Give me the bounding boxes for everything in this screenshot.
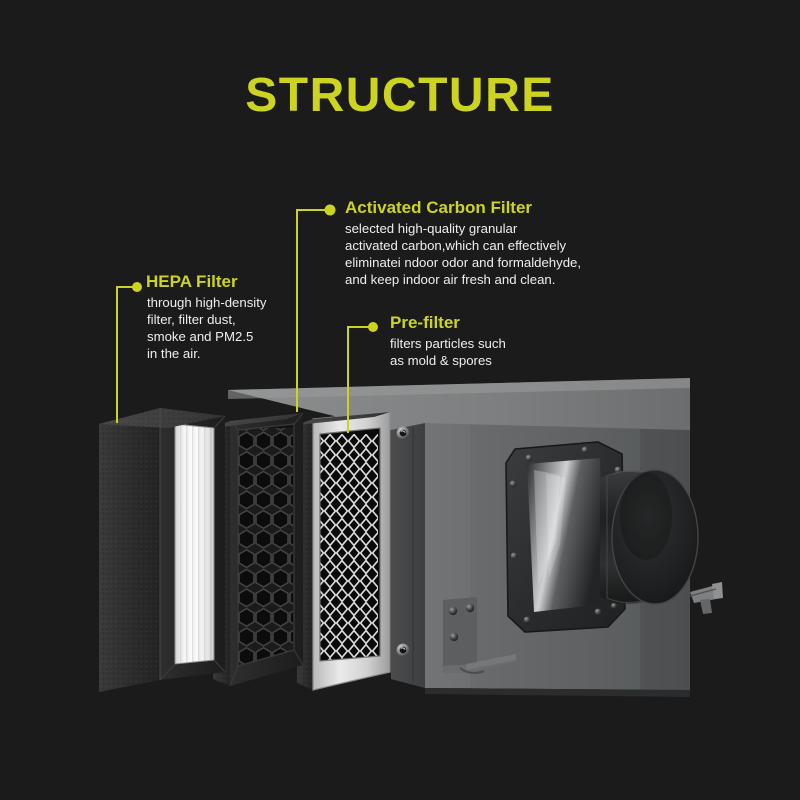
housing-screw-bottom	[396, 643, 410, 657]
mounting-bracket-right	[689, 582, 723, 614]
callout-carbon-title: Activated Carbon Filter	[345, 198, 533, 217]
callout-hepa-line-2: filter, filter dust,	[147, 311, 236, 327]
leader-dot-carbon	[324, 204, 336, 216]
callout-carbon-line-3: eliminatei ndoor odor and formaldehyde,	[345, 254, 582, 270]
carbon-filter-component	[213, 412, 304, 687]
callout-carbon-body: selected high-quality granular activated…	[345, 220, 581, 288]
callout-pre-filter: Pre-filter filters particles such as mol…	[390, 313, 506, 369]
callout-prefilter-line-1: filters particles such	[390, 335, 506, 351]
leader-line-hepa	[116, 286, 136, 423]
housing-screw-top	[396, 426, 410, 440]
callout-hepa-line-3: smoke and PM2.5	[147, 328, 254, 344]
leader-dot-hepa	[132, 282, 142, 292]
callout-hepa-filter: HEPA Filter through high-density filter,…	[146, 272, 267, 362]
callout-carbon-line-4: and keep indoor air fresh and clean.	[345, 271, 556, 287]
leader-line-carbon	[296, 209, 328, 412]
callout-prefilter-body: filters particles such as mold & spores	[390, 335, 506, 369]
callout-activated-carbon-filter: Activated Carbon Filter selected high-qu…	[345, 198, 581, 288]
callout-hepa-title: HEPA Filter	[146, 272, 238, 291]
callout-hepa-body: through high-density filter, filter dust…	[146, 294, 267, 362]
leader-dot-prefilter	[368, 322, 378, 332]
callout-carbon-line-1: selected high-quality granular	[345, 220, 518, 236]
duct-outlet-assembly	[505, 441, 699, 633]
page-title: STRUCTURE	[245, 69, 555, 122]
callout-hepa-line-1: through high-density	[147, 294, 267, 310]
callout-prefilter-line-2: as mold & spores	[390, 352, 492, 368]
callout-hepa-line-4: in the air.	[147, 345, 201, 361]
callout-carbon-line-2: activated carbon,which can effectively	[345, 237, 567, 253]
leader-line-prefilter	[347, 326, 372, 433]
mounting-bracket-front	[443, 597, 516, 674]
callout-prefilter-title: Pre-filter	[390, 313, 460, 332]
hepa-filter-component	[99, 407, 226, 692]
